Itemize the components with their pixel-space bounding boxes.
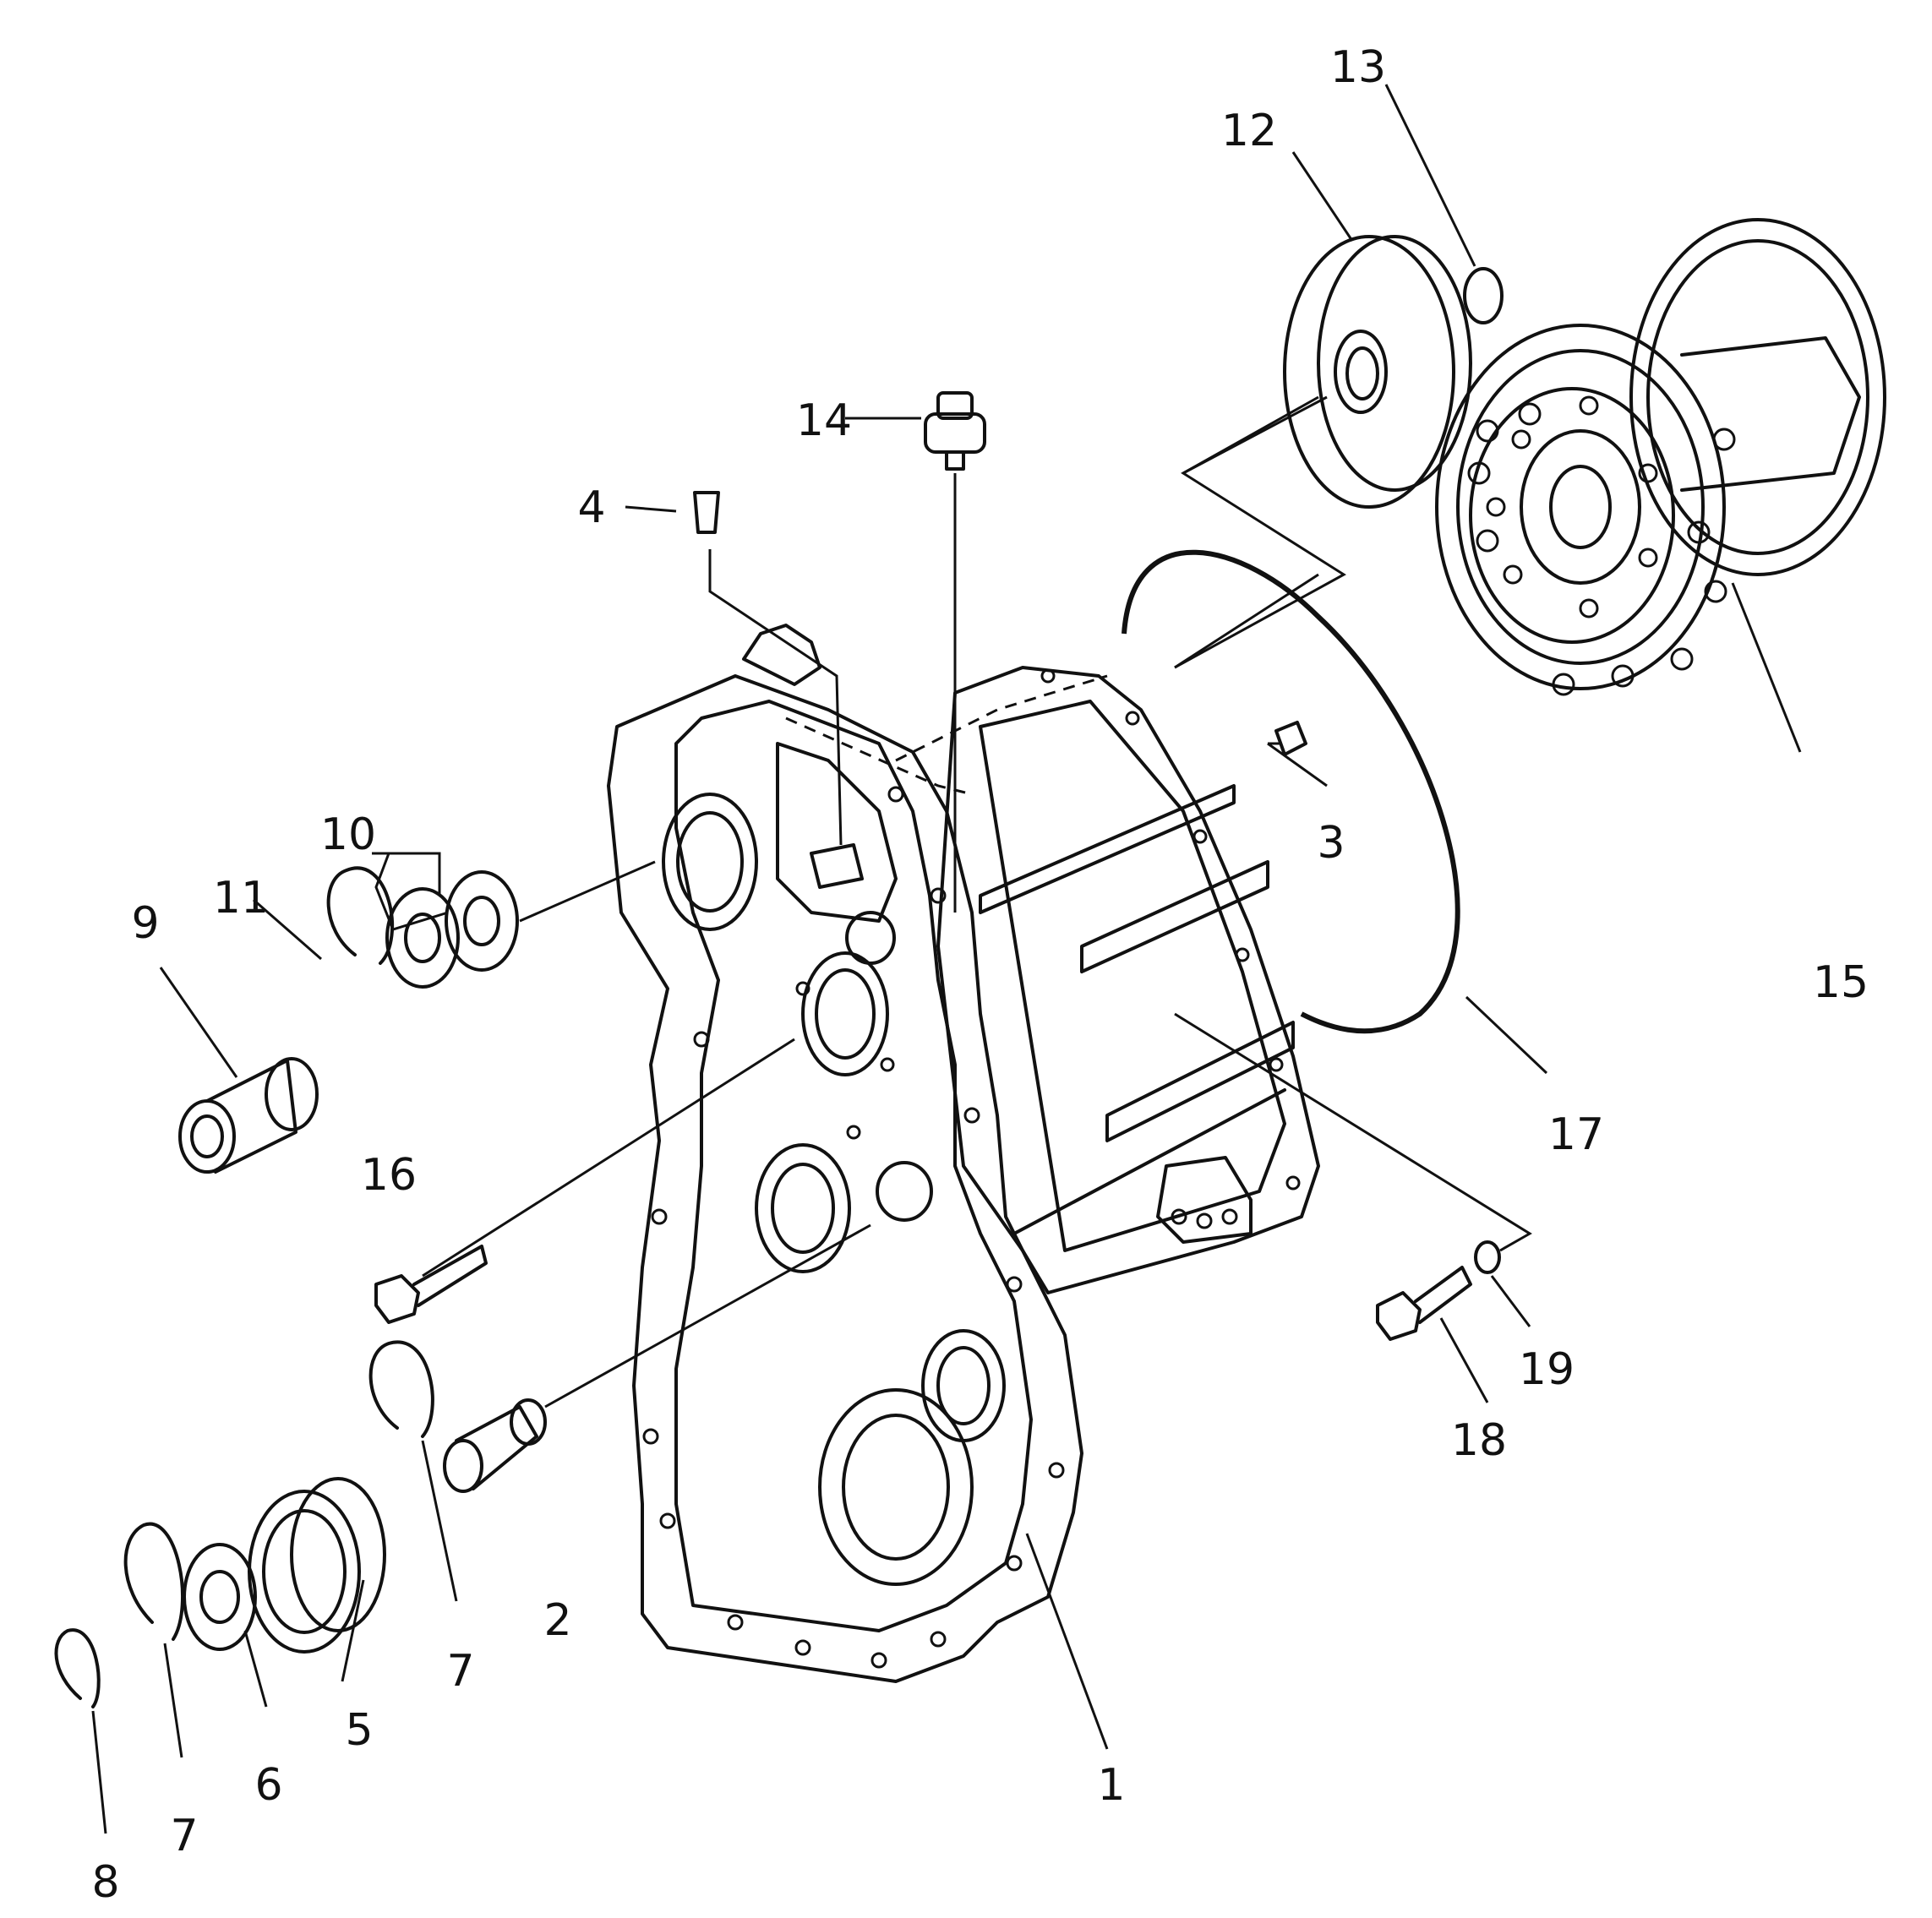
plug — [693, 491, 720, 534]
gear — [1283, 235, 1472, 509]
o-ring — [1122, 549, 1460, 1034]
pin — [443, 1398, 547, 1493]
callout-4: 4 — [577, 482, 605, 533]
clutch-assembly — [1435, 218, 1886, 696]
callout-16: 16 — [361, 1150, 417, 1201]
callout-11: 11 — [213, 873, 269, 924]
callout-1: 1 — [1097, 1760, 1125, 1811]
callout-3: 3 — [1317, 818, 1345, 869]
callout-19: 19 — [1519, 1344, 1575, 1395]
callout-17: 17 — [1548, 1109, 1604, 1160]
bolt — [1376, 1266, 1472, 1341]
snap-ring — [1463, 267, 1504, 324]
snap-ring — [326, 866, 395, 965]
callout-7: 7 — [170, 1811, 198, 1861]
bolt — [374, 1245, 488, 1324]
callout-18: 18 — [1451, 1415, 1507, 1466]
bearing-pair — [385, 870, 519, 989]
callout-10: 10 — [320, 809, 376, 860]
callout-15: 15 — [1813, 957, 1869, 1008]
leader-lines — [91, 84, 1802, 1834]
snap-ring — [123, 1522, 184, 1641]
sensor — [924, 391, 986, 471]
snap-ring — [54, 1628, 101, 1708]
plug — [1274, 721, 1307, 756]
callout-14: 14 — [796, 395, 852, 446]
splined-coupling — [178, 1057, 319, 1174]
snap-ring — [368, 1340, 434, 1438]
callout-7: 7 — [446, 1646, 474, 1697]
callout-2: 2 — [543, 1595, 571, 1646]
callout-6: 6 — [254, 1760, 282, 1811]
callout-9: 9 — [131, 898, 159, 949]
callout-5: 5 — [345, 1705, 373, 1756]
callout-12: 12 — [1221, 106, 1277, 156]
bearing-race — [248, 1477, 386, 1654]
callout-13: 13 — [1330, 42, 1386, 93]
washer — [1474, 1240, 1501, 1274]
callout-labels: 1 2 3 4 5 6 7 7 8 9 10 11 12 13 14 15 16… — [91, 42, 1869, 1908]
transmission-case — [607, 624, 1320, 1683]
callout-8: 8 — [91, 1857, 119, 1908]
